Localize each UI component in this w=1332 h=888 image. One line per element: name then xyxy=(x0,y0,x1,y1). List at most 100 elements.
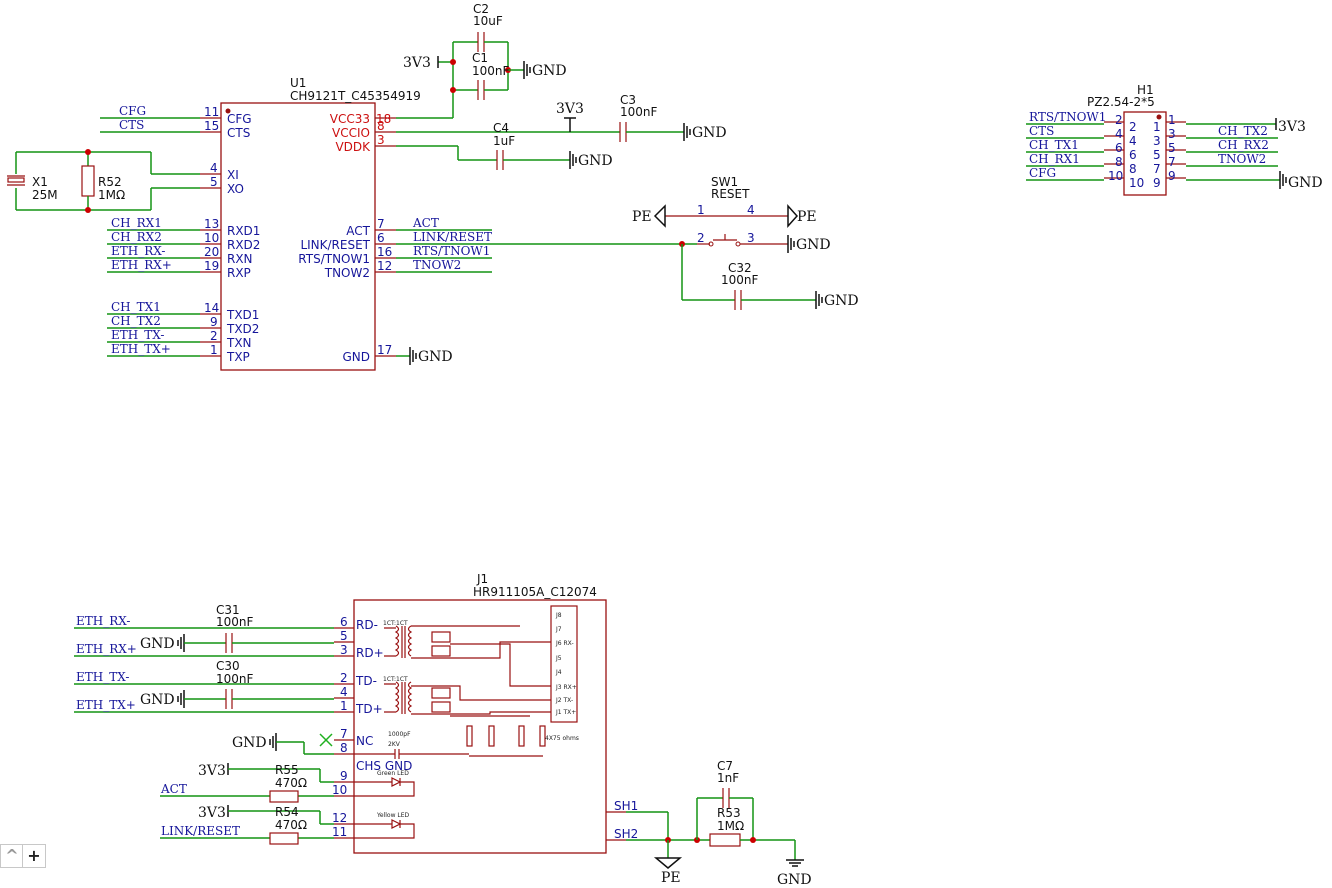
svg-text:7: 7 xyxy=(340,727,348,741)
resistor-r55[interactable]: 3V3 R55 470Ω xyxy=(198,763,334,803)
svg-text:RXN: RXN xyxy=(227,252,253,266)
svg-text:CH_RX2: CH_RX2 xyxy=(111,230,162,244)
svg-text:3V3: 3V3 xyxy=(198,763,226,779)
vcc33-decoupling[interactable]: 3V3 GND C2 10uF C1 100nF xyxy=(396,2,567,119)
svg-text:R55: R55 xyxy=(275,763,299,777)
svg-text:1: 1 xyxy=(340,699,348,713)
svg-text:3: 3 xyxy=(1168,127,1176,141)
capacitor-c30[interactable]: GND C30 100nF xyxy=(140,659,334,709)
svg-text:RXD1: RXD1 xyxy=(227,224,260,238)
svg-text:1: 1 xyxy=(697,203,705,217)
svg-text:TXD2: TXD2 xyxy=(226,322,259,336)
svg-text:CHS GND: CHS GND xyxy=(356,759,412,773)
svg-text:RESET: RESET xyxy=(711,187,750,201)
svg-text:25M: 25M xyxy=(32,188,58,202)
vccio-decoupling[interactable]: 3V3 GND C3 100nF xyxy=(396,93,727,142)
u1-right-net-labels: ACT LINK/RESET RTS/TNOW1 TNOW2 xyxy=(412,216,492,272)
svg-text:TD-: TD- xyxy=(355,674,377,688)
svg-text:RXD2: RXD2 xyxy=(227,238,260,252)
svg-text:1MΩ: 1MΩ xyxy=(98,188,125,202)
svg-text:17: 17 xyxy=(377,343,392,357)
svg-text:10: 10 xyxy=(1129,176,1144,190)
svg-text:C4: C4 xyxy=(493,121,509,135)
svg-text:3V3: 3V3 xyxy=(403,55,431,71)
svg-text:TXD1: TXD1 xyxy=(226,308,259,322)
svg-text:J6 RX-: J6 RX- xyxy=(555,640,574,647)
svg-text:PE: PE xyxy=(661,870,681,886)
svg-text:9: 9 xyxy=(340,769,348,783)
capacitor-c31[interactable]: GND C31 100nF xyxy=(140,603,334,653)
reset-switch-sw1[interactable]: SW1 RESET PE PE 1 4 2 3 GND xyxy=(632,175,831,253)
svg-text:8: 8 xyxy=(1129,162,1137,176)
svg-text:RTS/TNOW1: RTS/TNOW1 xyxy=(1029,110,1106,124)
svg-text:18: 18 xyxy=(376,112,391,126)
vddk-decoupling[interactable]: GND C4 1uF xyxy=(396,121,613,170)
crystal-x1[interactable]: X1 25M xyxy=(7,151,200,211)
svg-text:100nF: 100nF xyxy=(216,615,254,629)
svg-text:5: 5 xyxy=(210,175,218,189)
svg-text:11: 11 xyxy=(204,105,219,119)
svg-text:1CT:1CT: 1CT:1CT xyxy=(383,620,408,627)
svg-text:RXP: RXP xyxy=(227,266,251,280)
svg-text:9: 9 xyxy=(1153,176,1161,190)
svg-text:2: 2 xyxy=(1115,113,1123,127)
svg-text:ACT: ACT xyxy=(346,224,370,238)
svg-text:4: 4 xyxy=(1115,127,1123,141)
svg-text:10: 10 xyxy=(332,783,347,797)
resistor-r52[interactable]: R52 1MΩ xyxy=(81,149,125,213)
svg-text:H1: H1 xyxy=(1137,83,1154,97)
u1-chip[interactable]: U1 CH9121T_C45354919 11 15 4 5 13 10 20 … xyxy=(200,76,421,371)
svg-text:VCC33: VCC33 xyxy=(330,112,370,126)
svg-text:C2: C2 xyxy=(473,2,489,16)
j1-left-net-wires xyxy=(74,627,334,839)
rj45-j1[interactable]: J1 HR911105A_C12074 6 5 3 2 4 1 7 xyxy=(332,572,638,854)
svg-text:CFG: CFG xyxy=(227,112,252,126)
svg-text:C3: C3 xyxy=(620,93,636,107)
svg-text:X1: X1 xyxy=(32,175,48,189)
svg-text:470Ω: 470Ω xyxy=(275,776,307,790)
svg-text:15: 15 xyxy=(204,119,219,133)
svg-text:4: 4 xyxy=(1129,134,1137,148)
shield-network[interactable]: PE GND C7 1nF R53 1MΩ xyxy=(626,759,812,888)
svg-text:VCCIO: VCCIO xyxy=(332,126,370,140)
u1-left-pin-nums: 11 15 4 5 13 10 20 19 14 9 2 1 xyxy=(204,105,219,357)
svg-text:NC: NC xyxy=(356,734,373,748)
svg-text:6: 6 xyxy=(377,231,385,245)
collapse-toggle[interactable]: ^ xyxy=(0,844,24,868)
u1-left-net-wires xyxy=(100,117,200,357)
svg-text:5: 5 xyxy=(1153,148,1161,162)
svg-text:ETH_TX+: ETH_TX+ xyxy=(76,698,136,712)
j1-internal-magnetics: 1CT:1CT 1CT:1CT J8 J7 J6 RX- J5 J4 J3 RX… xyxy=(354,605,579,839)
zoom-in-button[interactable]: + xyxy=(22,844,46,868)
svg-text:14: 14 xyxy=(204,301,219,315)
header-h1[interactable]: H1 PZ2.54-2*5 2 4 6 8 10 2 4 6 8 10 xyxy=(1026,83,1323,196)
svg-text:J3 RX+: J3 RX+ xyxy=(555,684,577,691)
svg-text:RD-: RD- xyxy=(356,618,378,632)
svg-text:ACT: ACT xyxy=(160,782,187,796)
svg-text:J8: J8 xyxy=(555,612,562,619)
svg-text:4: 4 xyxy=(340,685,348,699)
svg-text:9: 9 xyxy=(210,315,218,329)
svg-text:ETH_TX-: ETH_TX- xyxy=(111,328,164,342)
svg-text:RTS/TNOW1: RTS/TNOW1 xyxy=(298,252,370,266)
u1-left-pin-names: CFG CTS XI XO RXD1 RXD2 RXN RXP TXD1 TXD… xyxy=(226,112,260,364)
u1-left-pins xyxy=(200,117,221,357)
j1-pin-nums: 6 5 3 2 4 1 7 8 9 10 12 11 xyxy=(332,615,348,839)
svg-text:TNOW2: TNOW2 xyxy=(1218,152,1266,166)
svg-text:ETH_RX+: ETH_RX+ xyxy=(111,258,172,272)
svg-text:GND: GND xyxy=(692,125,727,141)
svg-text:6: 6 xyxy=(1129,148,1137,162)
svg-text:CH_TX2: CH_TX2 xyxy=(1218,124,1268,138)
svg-text:XI: XI xyxy=(227,168,239,182)
resistor-r54[interactable]: 3V3 R54 470Ω xyxy=(198,805,334,845)
u1-ref: U1 xyxy=(290,76,306,90)
svg-text:1: 1 xyxy=(210,343,218,357)
svg-text:LINK/RESET: LINK/RESET xyxy=(161,824,240,838)
svg-text:1nF: 1nF xyxy=(717,771,739,785)
svg-text:1CT:1CT: 1CT:1CT xyxy=(383,676,408,683)
svg-text:CFG: CFG xyxy=(1029,166,1056,180)
svg-text:J2 TX-: J2 TX- xyxy=(555,697,573,704)
capacitor-c32[interactable]: GND C32 100nF xyxy=(681,244,859,310)
svg-text:13: 13 xyxy=(204,217,219,231)
